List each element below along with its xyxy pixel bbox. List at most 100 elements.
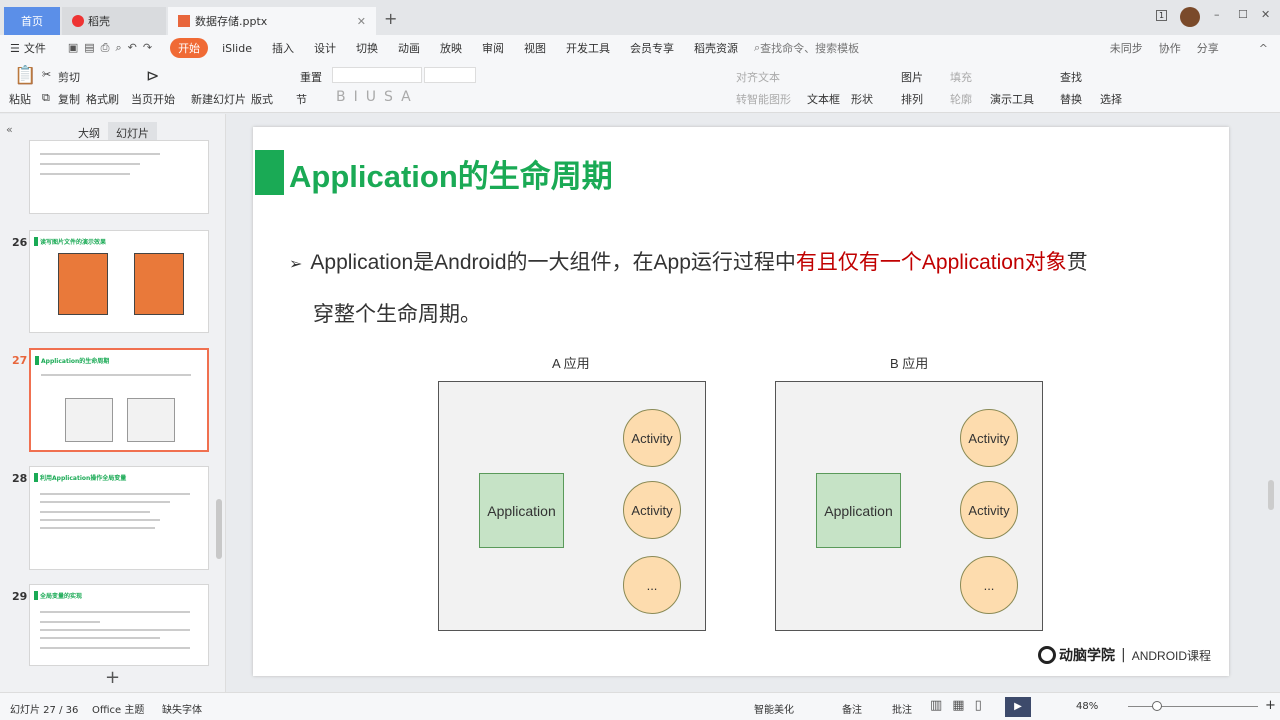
tab-home[interactable]: 首页 bbox=[4, 7, 60, 35]
share-button[interactable]: 分享 bbox=[1196, 42, 1219, 55]
zoom-level[interactable]: 48% bbox=[1076, 701, 1099, 712]
new-slide-button[interactable]: 新建幻灯片 bbox=[191, 93, 246, 106]
more-node[interactable]: ... bbox=[960, 556, 1018, 614]
picture-button[interactable]: 图片 bbox=[901, 71, 923, 84]
select-button[interactable]: 选择 bbox=[1100, 93, 1122, 106]
find-button[interactable]: 查找 bbox=[1060, 71, 1082, 84]
menu-tab-start[interactable]: 开始 bbox=[170, 38, 209, 58]
smartart-button[interactable]: 转智能图形 bbox=[736, 93, 791, 106]
activity-node[interactable]: Activity bbox=[623, 481, 681, 539]
slide-thumbnail-27-selected[interactable]: Application的生命周期 bbox=[29, 348, 209, 452]
slide-thumbnail-29[interactable]: 全局变量的实现 bbox=[29, 584, 209, 666]
tab-daoke[interactable]: 稻壳 bbox=[62, 7, 166, 35]
align-text-button[interactable]: 对齐文本 bbox=[736, 71, 780, 84]
app-b-label: B 应用 bbox=[890, 356, 929, 371]
activity-node[interactable]: Activity bbox=[960, 481, 1018, 539]
menu-tab-islide[interactable]: iSlide bbox=[222, 41, 252, 55]
cut-icon[interactable]: ✂ bbox=[42, 68, 52, 81]
activity-node[interactable]: Activity bbox=[960, 409, 1018, 467]
new-tab-button[interactable]: + bbox=[384, 9, 398, 28]
brand-logo-icon bbox=[1038, 646, 1056, 664]
font-name-select[interactable] bbox=[332, 67, 422, 83]
zoom-slider-handle[interactable] bbox=[1152, 701, 1162, 711]
menu-tab-slideshow[interactable]: 放映 bbox=[439, 42, 462, 55]
presentation-tools-button[interactable]: 演示工具 bbox=[990, 93, 1034, 106]
menu-tab-developer[interactable]: 开发工具 bbox=[565, 42, 610, 55]
font-style-buttons[interactable]: BIUSA bbox=[336, 89, 419, 105]
outline-button[interactable]: 轮廓 bbox=[950, 93, 972, 106]
view-mode-icons[interactable]: ▥▦▯ bbox=[930, 698, 992, 713]
play-current-button[interactable]: 当页开始 bbox=[131, 93, 175, 106]
play-icon[interactable]: ⊳ bbox=[146, 66, 160, 85]
slide-title[interactable]: Application的生命周期 bbox=[289, 159, 613, 194]
smart-beautify-button[interactable]: 智能美化 bbox=[754, 705, 794, 716]
zoom-in-button[interactable]: + bbox=[1265, 698, 1276, 713]
collapse-panel-icon[interactable]: « bbox=[6, 123, 13, 136]
maximize-icon[interactable]: ☐ bbox=[1238, 8, 1248, 21]
sync-button[interactable]: 未同步 bbox=[1109, 42, 1143, 55]
slide-canvas[interactable]: Application的生命周期 ➢Application是Android的一大… bbox=[253, 127, 1229, 676]
window-count-badge[interactable]: 1 bbox=[1156, 10, 1168, 21]
app-a-box[interactable]: Application Activity Activity ... bbox=[438, 381, 706, 631]
shape-button[interactable]: 形状 bbox=[851, 93, 873, 106]
close-tab-icon[interactable]: ✕ bbox=[356, 14, 366, 28]
pptx-file-icon bbox=[178, 15, 190, 27]
collapse-ribbon-icon[interactable]: ^ bbox=[1258, 41, 1268, 55]
hamburger-icon[interactable]: ☰ bbox=[10, 41, 20, 55]
menu-tab-transition[interactable]: 切换 bbox=[355, 42, 378, 55]
command-search-input[interactable]: 查找命令、搜索模板 bbox=[760, 42, 860, 55]
slide-counter: 幻灯片 27 / 36 bbox=[10, 705, 79, 716]
menu-tab-animation[interactable]: 动画 bbox=[397, 42, 420, 55]
copy-icon[interactable]: ⧉ bbox=[42, 91, 50, 104]
menu-tab-insert[interactable]: 插入 bbox=[271, 42, 294, 55]
section-button[interactable]: 节 bbox=[296, 93, 307, 106]
replace-button[interactable]: 替换 bbox=[1060, 93, 1082, 106]
play-slideshow-button[interactable]: ▶ bbox=[1005, 697, 1031, 717]
menu-tab-design[interactable]: 设计 bbox=[313, 42, 336, 55]
copy-button[interactable]: 复制 bbox=[58, 93, 80, 106]
tab-outline[interactable]: 大纲 bbox=[78, 127, 100, 140]
format-painter-button[interactable]: 格式刷 bbox=[86, 93, 119, 106]
tab-slides[interactable]: 幻灯片 bbox=[108, 122, 157, 144]
thumb-title: Application的生命周期 bbox=[35, 356, 109, 365]
fill-button[interactable]: 填充 bbox=[950, 71, 972, 84]
collab-button[interactable]: 协作 bbox=[1158, 42, 1181, 55]
layout-button[interactable]: 版式 bbox=[251, 93, 273, 106]
slide-thumbnail-28[interactable]: 利用Application操作全局变量 bbox=[29, 466, 209, 570]
textbox-button[interactable]: 文本框 bbox=[807, 93, 840, 106]
menu-file[interactable]: 文件 bbox=[23, 42, 46, 55]
app-a-label: A 应用 bbox=[552, 356, 590, 371]
cut-button[interactable]: 剪切 bbox=[58, 71, 80, 84]
font-size-select[interactable] bbox=[424, 67, 476, 83]
menu-tab-view[interactable]: 视图 bbox=[523, 42, 546, 55]
minimize-icon[interactable]: – bbox=[1214, 8, 1220, 21]
avatar[interactable] bbox=[1180, 7, 1200, 27]
activity-node[interactable]: Activity bbox=[623, 409, 681, 467]
comment-button[interactable]: 批注 bbox=[892, 705, 912, 716]
theme-name[interactable]: Office 主题 bbox=[92, 705, 145, 716]
missing-font-button[interactable]: 缺失字体 bbox=[162, 705, 202, 716]
menu-tab-member[interactable]: 会员专享 bbox=[629, 42, 674, 55]
reset-button[interactable]: 重置 bbox=[300, 71, 322, 84]
menu-tab-daoke-resources[interactable]: 稻壳资源 bbox=[693, 42, 738, 55]
quick-access-icons[interactable]: ▣▤⎙⌕↶↷ bbox=[67, 41, 159, 54]
application-node[interactable]: Application bbox=[816, 473, 901, 548]
notes-button[interactable]: 备注 bbox=[842, 705, 862, 716]
more-node[interactable]: ... bbox=[623, 556, 681, 614]
slide-thumbnail-25[interactable] bbox=[29, 140, 209, 214]
thumb-title: 利用Application操作全局变量 bbox=[34, 473, 126, 482]
paste-icon[interactable]: 📋 bbox=[14, 65, 37, 86]
application-node[interactable]: Application bbox=[479, 473, 564, 548]
zoom-slider[interactable] bbox=[1128, 706, 1258, 707]
tab-document[interactable]: 数据存储.pptx✕ bbox=[168, 7, 376, 35]
panel-scrollbar[interactable] bbox=[216, 499, 222, 559]
arrange-button[interactable]: 排列 bbox=[901, 93, 923, 106]
app-b-box[interactable]: Application Activity Activity ... bbox=[775, 381, 1043, 631]
add-slide-button[interactable]: + bbox=[105, 667, 121, 688]
paste-button[interactable]: 粘贴 bbox=[9, 93, 31, 106]
menu-tab-review[interactable]: 审阅 bbox=[481, 42, 504, 55]
slide-thumbnail-26[interactable]: 读写图片文件的演示效果 bbox=[29, 230, 209, 333]
main-scrollbar[interactable] bbox=[1268, 480, 1274, 510]
close-window-icon[interactable]: ✕ bbox=[1261, 8, 1271, 21]
slide-bullet[interactable]: ➢Application是Android的一大组件，在App运行过程中有且仅有一… bbox=[289, 246, 1088, 276]
